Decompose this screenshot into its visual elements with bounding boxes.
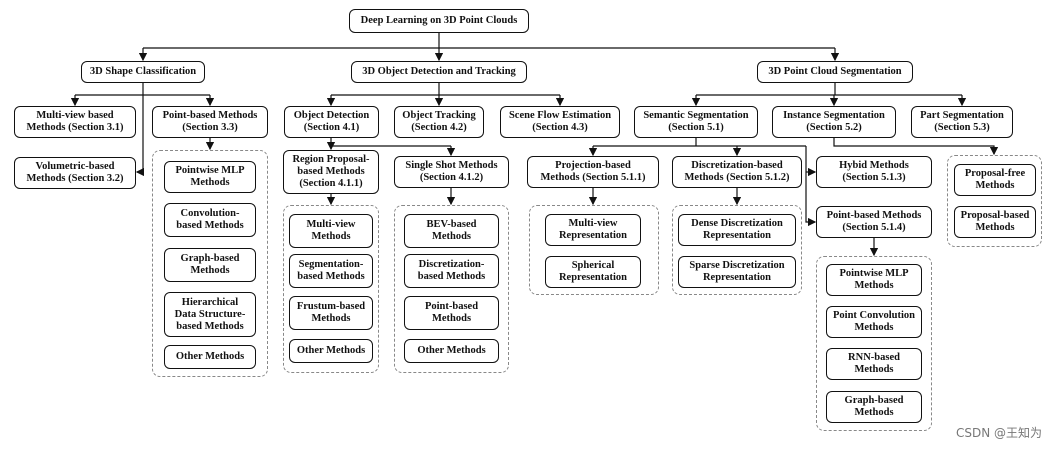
item-point-based-detection: Point-based Methods	[404, 296, 499, 330]
item-convolution-based: Convolution- based Methods	[164, 203, 256, 237]
node-point-based-classification: Point-based Methods (Section 3.3)	[152, 106, 268, 138]
category-detection-tracking: 3D Object Detection and Tracking	[351, 61, 527, 83]
item-proposal-free: Proposal-free Methods	[954, 164, 1036, 196]
node-part-segmentation: Part Segmentation (Section 5.3)	[911, 106, 1013, 138]
category-shape-classification: 3D Shape Classification	[81, 61, 205, 83]
node-projection-based: Projection-based Methods (Section 5.1.1)	[527, 156, 659, 188]
item-graph-based: Graph-based Methods	[164, 248, 256, 282]
node-discretization-based: Discretization-based Methods (Section 5.…	[672, 156, 802, 188]
item-spherical-representation: Spherical Representation	[545, 256, 641, 288]
item-multiview-representation: Multi-view Representation	[545, 214, 641, 246]
group-single-shot	[394, 205, 509, 373]
item-pointwise-mlp: Pointwise MLP Methods	[164, 161, 256, 193]
item-rnn-based: RNN-based Methods	[826, 348, 922, 380]
group-point-based-classification	[152, 150, 268, 377]
group-discretization	[672, 205, 802, 295]
item-other-methods-region: Other Methods	[289, 339, 373, 363]
node-scene-flow: Scene Flow Estimation (Section 4.3)	[500, 106, 620, 138]
connector-line	[805, 146, 817, 227]
item-point-convolution: Point Convolution Methods	[826, 306, 922, 338]
node-point-based-segmentation: Point-based Methods (Section 5.1.4)	[816, 206, 932, 238]
connector-line	[833, 138, 999, 156]
node-semantic-segmentation: Semantic Segmentation (Section 5.1)	[634, 106, 758, 138]
node-volumetric-based: Volumetric-based Methods (Section 3.2)	[14, 157, 136, 189]
item-other-methods-single: Other Methods	[404, 339, 499, 363]
node-instance-segmentation: Instance Segmentation (Section 5.2)	[772, 106, 896, 138]
node-multiview-based: Multi-view based Methods (Section 3.1)	[14, 106, 136, 138]
node-object-tracking: Object Tracking (Section 4.2)	[394, 106, 484, 138]
group-projection	[529, 205, 659, 295]
item-other-methods-classification: Other Methods	[164, 345, 256, 369]
group-region-proposal	[283, 205, 379, 373]
connector-line	[135, 95, 145, 177]
node-region-proposal: Region Proposal- based Methods (Section …	[283, 150, 379, 194]
item-discretization-based: Discretization- based Methods	[404, 254, 499, 288]
category-segmentation: 3D Point Cloud Segmentation	[757, 61, 913, 83]
root-node: Deep Learning on 3D Point Clouds	[349, 9, 529, 33]
node-object-detection: Object Detection (Section 4.1)	[284, 106, 379, 138]
item-pointwise-mlp-seg: Pointwise MLP Methods	[826, 264, 922, 296]
item-sparse-discretization: Sparse Discretization Representation	[678, 256, 796, 288]
item-bev-based: BEV-based Methods	[404, 214, 499, 248]
node-single-shot: Single Shot Methods (Section 4.1.2)	[394, 156, 509, 188]
watermark: CSDN @王知为	[955, 426, 1042, 440]
group-point-based-segmentation	[816, 256, 932, 431]
item-frustum-based: Frustum-based Methods	[289, 296, 373, 330]
group-instance	[947, 155, 1042, 247]
item-segmentation-based: Segmentation- based Methods	[289, 254, 373, 288]
item-dense-discretization: Dense Discretization Representation	[678, 214, 796, 246]
item-proposal-based: Proposal-based Methods	[954, 206, 1036, 238]
item-graph-based-seg: Graph-based Methods	[826, 391, 922, 423]
node-hybrid-methods: Hybid Methods (Section 5.1.3)	[816, 156, 932, 188]
item-multiview-methods: Multi-view Methods	[289, 214, 373, 248]
item-hierarchical: Hierarchical Data Structure- based Metho…	[164, 292, 256, 337]
